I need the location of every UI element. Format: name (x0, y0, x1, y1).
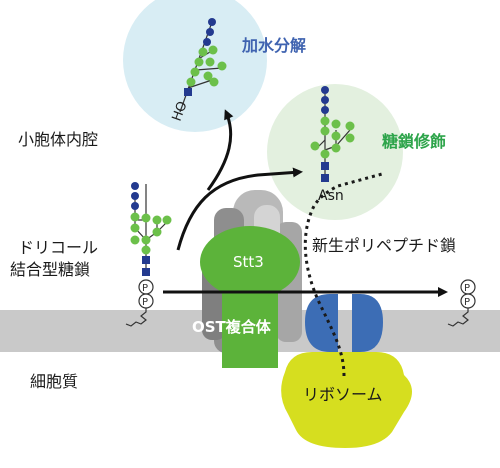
mannose-icon (198, 47, 208, 57)
glucose-icon (208, 18, 216, 26)
mannose-icon (162, 215, 172, 225)
mannose-icon (141, 235, 151, 245)
dolichol-label-line1: ドリコール (18, 238, 99, 257)
nascent-chain-label: 新生ポリペプチド鎖 (312, 236, 457, 255)
ost-complex-label: OST複合体 (192, 318, 271, 336)
hydrolysis-circle (123, 0, 267, 132)
er-lumen-label: 小胞体内腔 (18, 130, 99, 149)
phosphate-label: P (142, 297, 148, 308)
hydrolyzed-glycan (179, 18, 227, 113)
mannose-icon (130, 212, 140, 222)
glcnac-icon (321, 174, 329, 182)
asn-label: Asn (318, 188, 344, 204)
mannose-icon (141, 213, 151, 223)
released-dolichol-pp (447, 279, 476, 327)
stt3-subunit (200, 226, 300, 368)
phosphate-label: P (464, 283, 470, 294)
glcnac-icon (142, 256, 150, 264)
glucose-icon (131, 192, 139, 200)
ribosome (281, 294, 412, 448)
mannose-icon (320, 116, 330, 126)
mannose-icon (320, 149, 330, 159)
transfer-arrow (176, 167, 303, 251)
mannose-icon (331, 131, 341, 141)
mannose-icon (331, 143, 341, 153)
mannose-icon (345, 121, 355, 131)
mannose-icon (205, 57, 215, 67)
glucose-icon (321, 96, 329, 104)
mannose-icon (209, 77, 219, 87)
mannose-icon (130, 235, 140, 245)
phosphate-label: P (142, 283, 148, 294)
glucose-icon (321, 86, 329, 94)
glucose-icon (203, 38, 211, 46)
mannose-icon (152, 227, 162, 237)
glycan-modification-label: 糖鎖修飾 (382, 132, 447, 151)
mannose-icon (152, 215, 162, 225)
mannose-icon (208, 45, 218, 55)
mannose-icon (203, 71, 213, 81)
glcnac-icon (321, 162, 329, 170)
mannose-icon (141, 245, 151, 255)
hydrolysis-arrow (206, 109, 234, 191)
cytoplasm-label: 細胞質 (30, 372, 79, 391)
mannose-icon (190, 67, 200, 77)
mannose-icon (310, 141, 320, 151)
glucose-icon (206, 28, 214, 36)
mannose-icon (345, 133, 355, 143)
mannose-icon (217, 61, 227, 71)
glucose-icon (131, 202, 139, 210)
dolichol-tail-icon (125, 308, 147, 327)
dolichol-tail-icon (447, 308, 469, 327)
nascent-polypeptide-chain (303, 172, 383, 377)
glucose-icon (131, 182, 139, 190)
glcnac-icon (142, 268, 150, 276)
glucose-icon (321, 106, 329, 114)
dolichol-label-line2: 結合型糖鎖 (10, 260, 91, 279)
mannose-icon (320, 126, 330, 136)
mannose-icon (186, 77, 196, 87)
hydrolysis-label: 加水分解 (242, 36, 307, 55)
phosphate-label: P (464, 297, 470, 308)
stt3-label: Stt3 (233, 253, 264, 271)
ribosome-label: リボソーム (303, 385, 383, 404)
mannose-icon (130, 223, 140, 233)
mannose-icon (331, 119, 341, 129)
hydroxyl-end-label: HO (170, 99, 191, 123)
dolichol-linked-glycan (125, 182, 172, 327)
glcnac-icon (184, 88, 192, 96)
mannose-icon (194, 57, 204, 67)
asn-linked-glycan (310, 86, 355, 182)
